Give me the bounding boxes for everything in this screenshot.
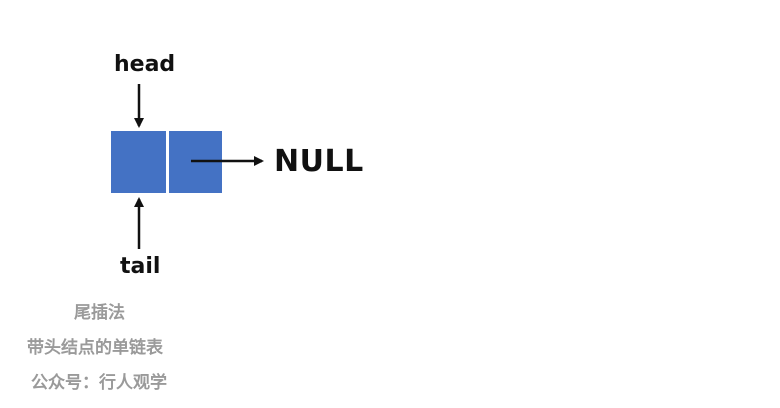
- tail-label: tail: [120, 254, 161, 279]
- caption-title: 尾插法: [74, 303, 125, 323]
- caption-credit: 公众号：行人观学: [31, 373, 167, 393]
- caption-subtitle: 带头结点的单链表: [27, 338, 163, 358]
- head-label: head: [114, 52, 176, 77]
- null-label: NULL: [274, 144, 364, 179]
- node-data-field: [111, 131, 166, 193]
